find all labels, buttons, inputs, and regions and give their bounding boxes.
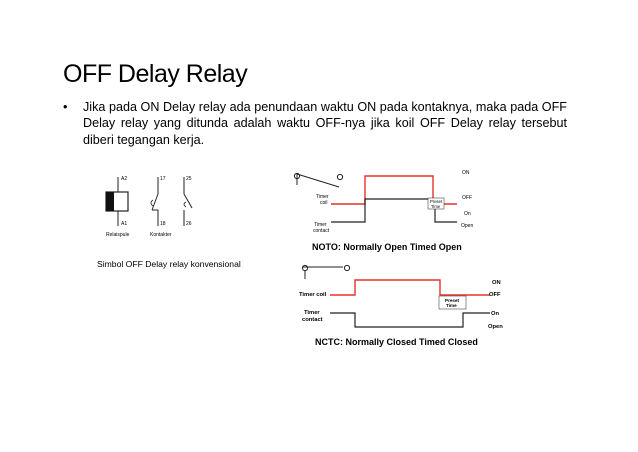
- noto-off: OFF: [462, 195, 472, 201]
- nctc-contact-label-1: Timer: [304, 310, 320, 316]
- nctc-on2: On: [491, 311, 500, 317]
- nctc-switch-terminal-left: [301, 264, 309, 272]
- contact2-bottom-label: 26: [186, 221, 192, 227]
- nctc-on: ON: [492, 280, 501, 286]
- slide-title: OFF Delay Relay: [63, 60, 248, 88]
- coil-box-fill: [106, 192, 114, 211]
- contact1-bottom-label: 18: [160, 221, 166, 227]
- noto-open: Open: [461, 223, 473, 229]
- contact1-blade: [151, 193, 159, 211]
- noto-coil-label-2: coil: [320, 200, 328, 206]
- noto-coil-label-1: Timer: [316, 194, 329, 200]
- nctc-contact-signal: [330, 312, 490, 328]
- nctc-preset-2: Time: [446, 303, 457, 308]
- contact2-top-label: 25: [186, 176, 192, 182]
- relay-coil-name: Relaispule: [106, 232, 130, 238]
- coil-top-label: A2: [121, 176, 127, 182]
- contact1-delay-arc: [150, 199, 154, 207]
- symbol-caption: Simbol OFF Delay relay konvensional: [97, 259, 241, 269]
- contact1-top-label: 17: [160, 176, 166, 182]
- noto-preset-box: [427, 197, 445, 210]
- nctc-contact-label-2: contact: [302, 317, 323, 323]
- nctc-timing-diagram: Timer coil Timer contact Preset Time ON …: [299, 264, 503, 330]
- nctc-open: Open: [488, 324, 503, 330]
- noto-caption: NOTO: Normally Open Timed Open: [312, 242, 462, 252]
- noto-contact-label-2: contact: [313, 228, 330, 234]
- noto-contact-label-1: Timer: [314, 222, 327, 228]
- bullet-text: Jika pada ON Delay relay ada penundaan w…: [83, 100, 567, 147]
- coil-bottom-label: A1: [121, 221, 127, 227]
- noto-on: ON: [462, 170, 470, 176]
- noto-contact-signal: [331, 198, 457, 223]
- relay-symbol-diagram: A2 A1 17 18 25 26 Relaispule Kontakter: [105, 176, 193, 238]
- noto-preset-2: Time: [431, 204, 441, 209]
- contact2-delay-arc: [183, 201, 187, 208]
- nctc-switch-terminal-right: [343, 264, 351, 272]
- nctc-preset-1: Preset: [445, 298, 460, 303]
- bullet-dot-icon: •: [63, 100, 68, 114]
- noto-on2: On: [464, 211, 471, 217]
- nctc-caption: NCTC: Normally Closed Timed Closed: [315, 337, 478, 347]
- contactor-name: Kontakter: [150, 232, 172, 238]
- contact2-blade: [183, 193, 193, 209]
- nctc-off: OFF: [489, 292, 501, 298]
- nctc-coil-label: Timer coil: [299, 292, 327, 298]
- noto-switch-blade: [296, 173, 340, 188]
- noto-preset-1: Preset: [430, 199, 443, 204]
- noto-switch-terminal-right: [336, 173, 344, 181]
- noto-timing-diagram: Timer coil Timer contact Preset Time ON …: [293, 170, 473, 234]
- bullet-item: • Jika pada ON Delay relay ada penundaan…: [63, 99, 567, 148]
- nctc-coil-signal: [330, 279, 490, 296]
- nctc-preset-box: [438, 295, 467, 310]
